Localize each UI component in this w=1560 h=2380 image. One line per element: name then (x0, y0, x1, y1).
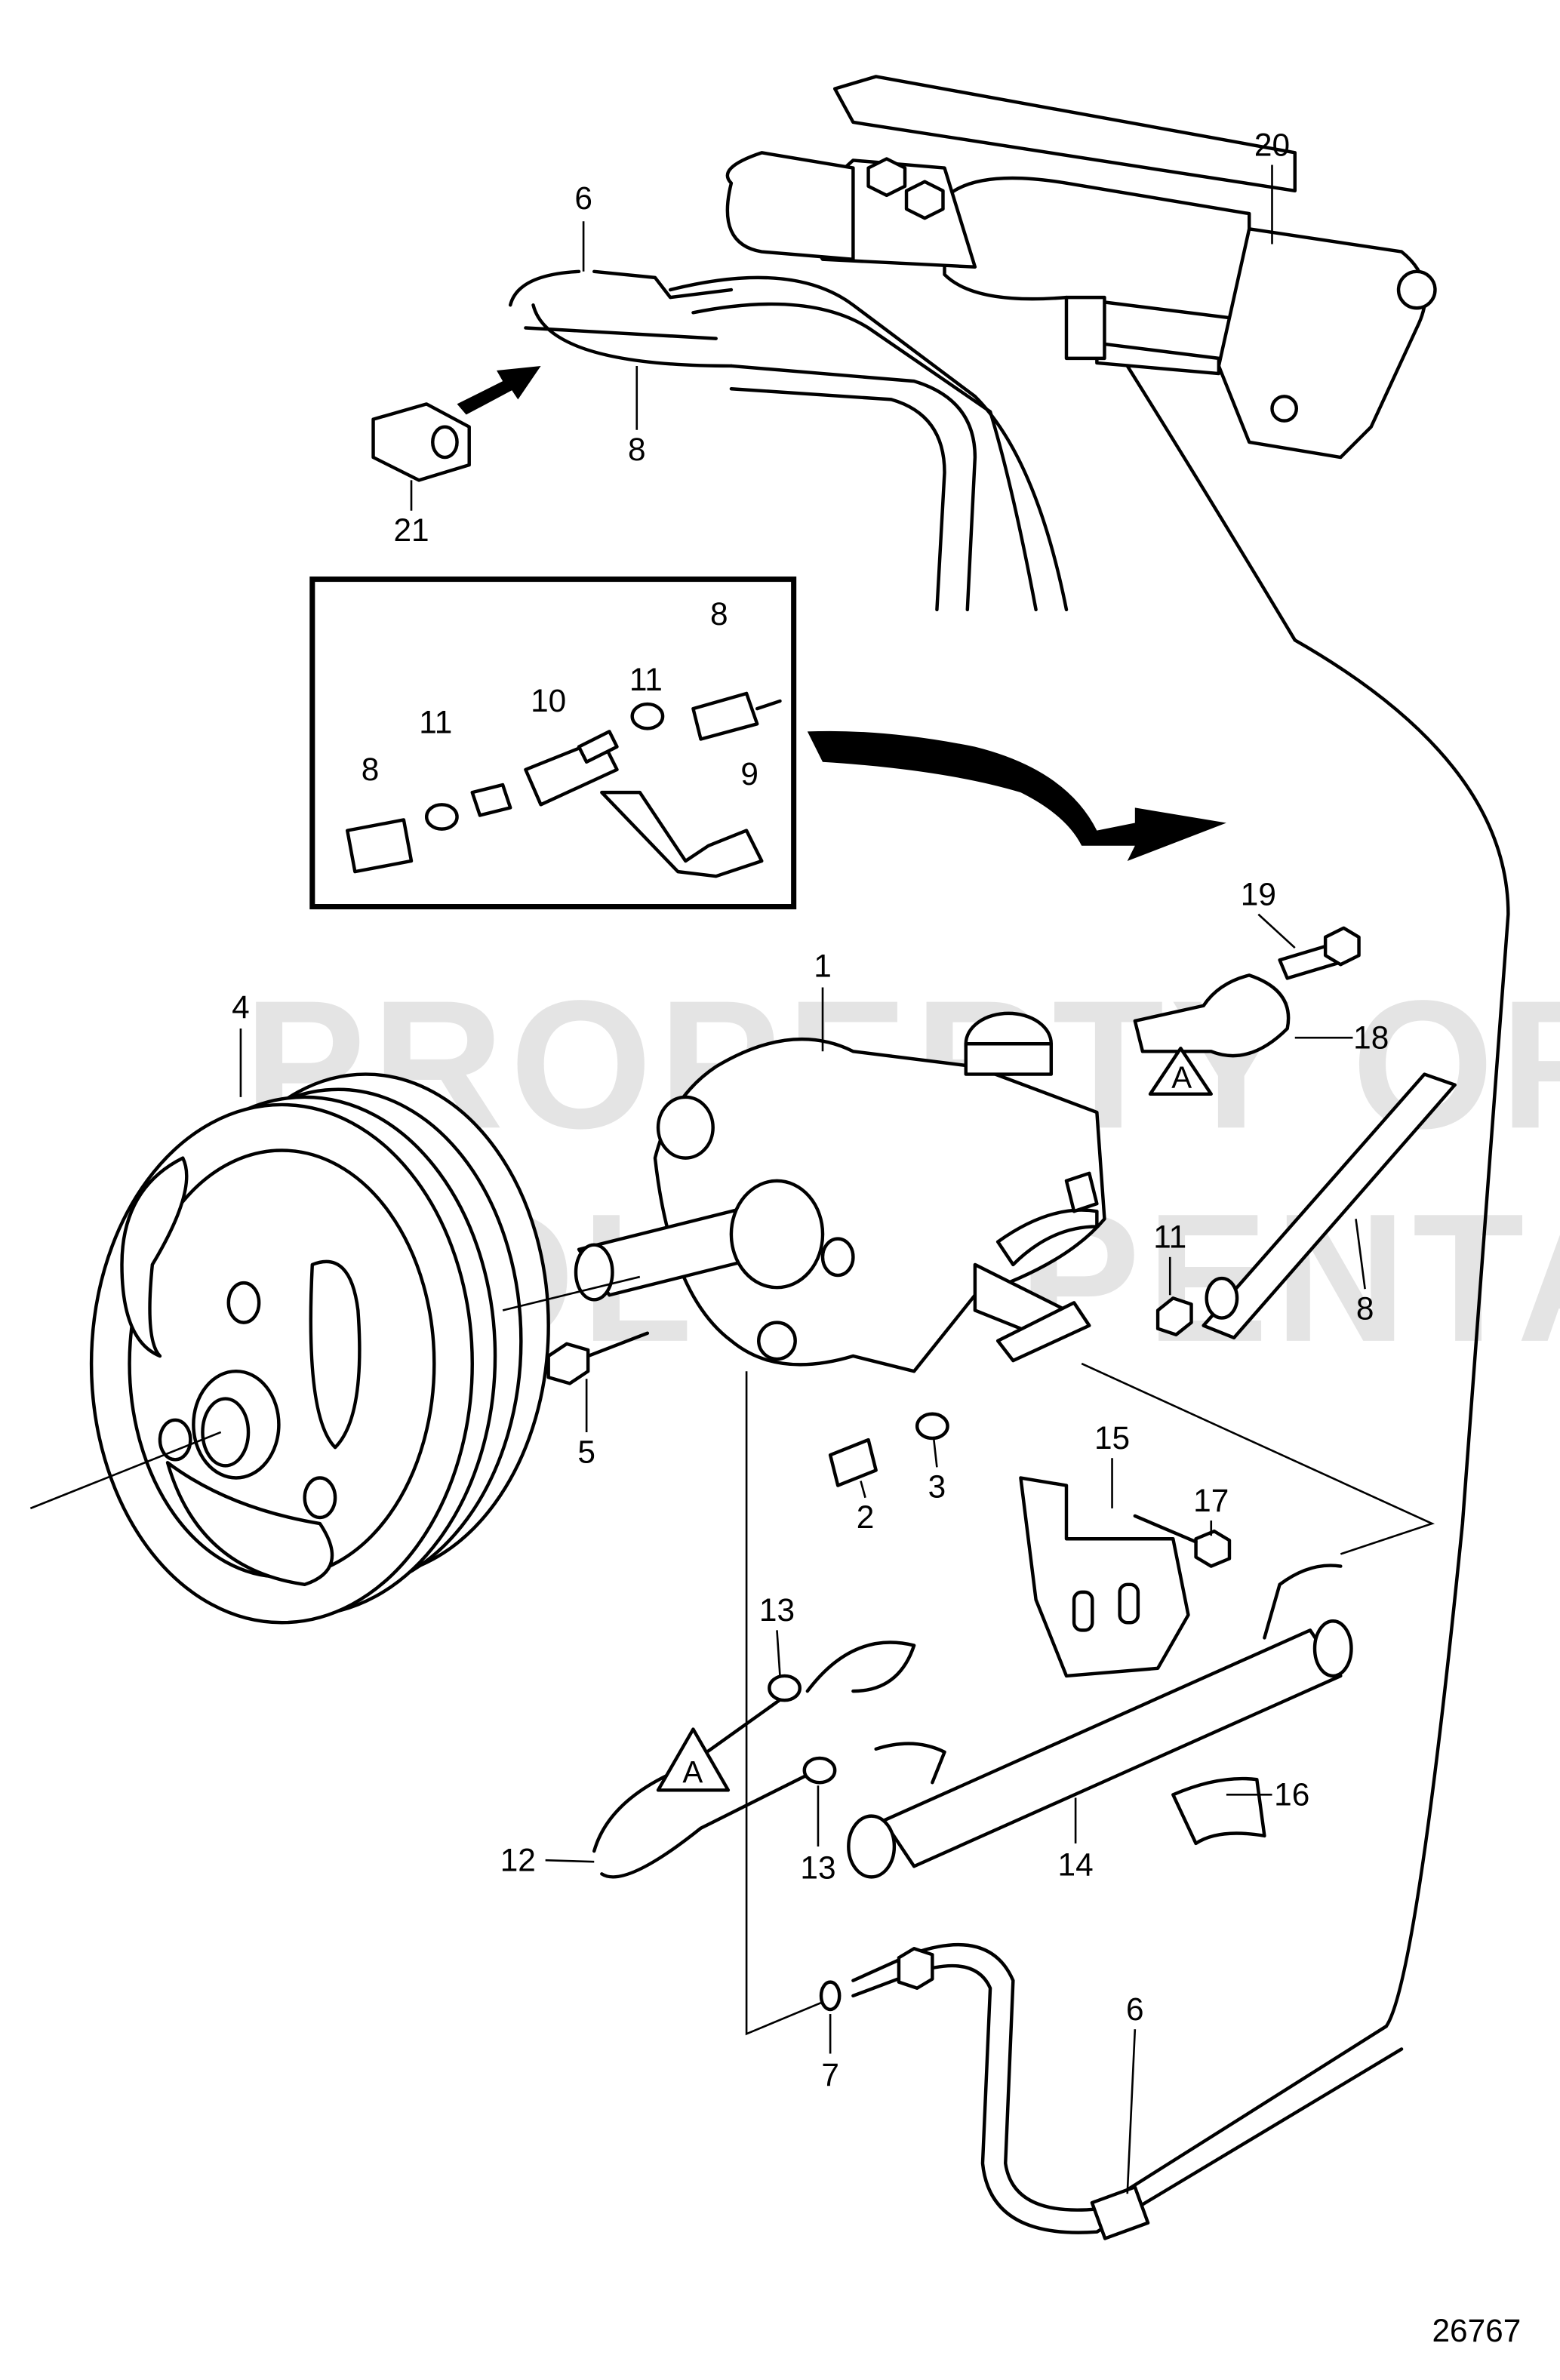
callout-label: 8 (362, 752, 380, 787)
callout-label: 8 (710, 596, 728, 632)
callout-label: 1 (814, 948, 832, 983)
callout-label: 11 (629, 662, 663, 697)
figure-number: 26767 (1432, 2313, 1521, 2348)
steering-cylinder (725, 75, 1437, 460)
callout-label: 11 (1153, 1219, 1186, 1255)
callout-label: 20 (1254, 127, 1290, 162)
callout-label: 14 (1058, 1846, 1094, 1882)
callout-label: 16 (1274, 1776, 1309, 1812)
pulley (29, 1072, 550, 1625)
callout-label: 13 (800, 1850, 835, 1885)
callout-label: 8 (1356, 1291, 1374, 1327)
callout-label: 7 (821, 2057, 839, 2092)
lower-pipes (592, 1564, 1353, 1879)
pressure-line (819, 1942, 1404, 2240)
callout-label: 21 (393, 512, 429, 548)
detail-inset-frame (309, 577, 797, 910)
hoses-upper (508, 269, 1510, 2028)
callout-label: 2 (857, 1499, 875, 1535)
callout-label: 8 (628, 432, 646, 467)
svg-text:A: A (682, 1754, 703, 1789)
pointer-arrow (807, 730, 1226, 861)
arrow-icon (457, 365, 541, 415)
callout-label: 5 (577, 1434, 595, 1469)
callout-label: 6 (574, 180, 592, 216)
leader-lines (239, 165, 1366, 2194)
callout-label: 4 (232, 989, 250, 1025)
callout-label: 19 (1241, 877, 1276, 912)
detail-inset-parts (346, 691, 782, 878)
callout-label: 11 (419, 704, 452, 740)
small-parts (546, 926, 1457, 2036)
callout-label: 15 (1094, 1420, 1130, 1456)
callout-label: 18 (1353, 1019, 1389, 1055)
callout-label: 10 (531, 683, 566, 718)
callout-label: 13 (759, 1592, 795, 1628)
power-steering-pump (502, 1011, 1106, 1373)
callout-label: 17 (1193, 1483, 1229, 1518)
callout-label: 9 (740, 756, 758, 792)
svg-text:A: A (1171, 1060, 1192, 1095)
callout-label: 12 (500, 1842, 536, 1877)
bracket (1019, 1476, 1232, 1678)
callout-label: 3 (928, 1469, 946, 1505)
reference-marker-a-upper: A (1148, 1047, 1213, 1096)
reference-marker-a-lower: A (656, 1727, 731, 1792)
union-nut-21 (371, 365, 541, 482)
callout-label: 6 (1126, 1991, 1144, 2027)
